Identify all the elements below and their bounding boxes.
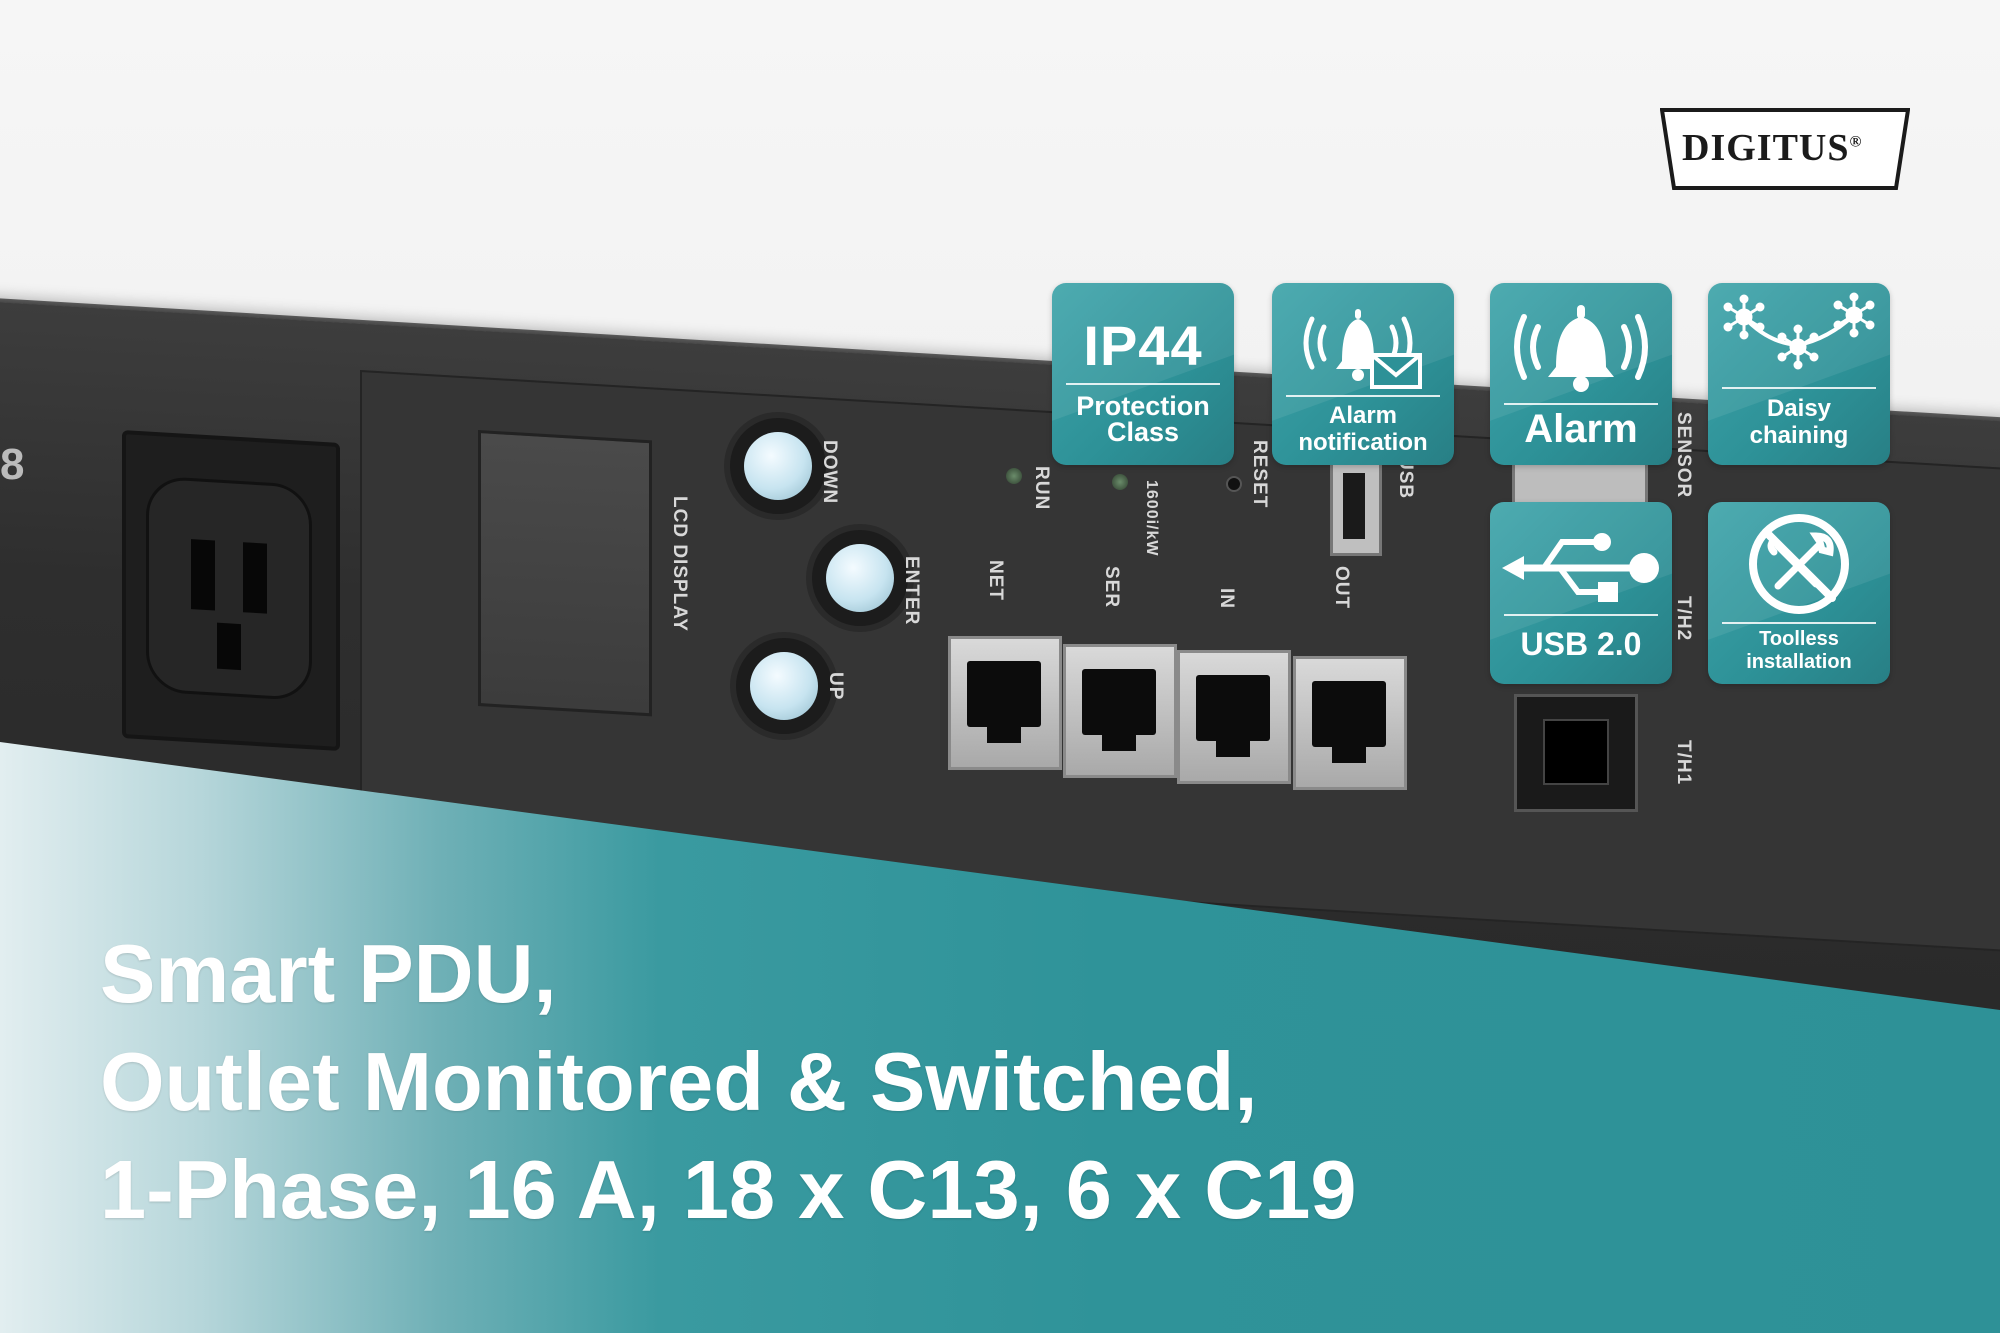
usb-icon	[1502, 533, 1659, 602]
th1-port[interactable]	[1514, 694, 1638, 812]
bell-envelope-icon	[1303, 309, 1422, 389]
digitus-logo: DIGITUS®	[1659, 106, 1911, 192]
usb-port[interactable]	[1330, 460, 1382, 556]
logo-frame	[1659, 108, 1911, 190]
ip44-label-line-1: Protection	[1076, 391, 1210, 421]
outlet-marker: 8	[0, 440, 25, 489]
toolless-badge: Toolless installation	[1708, 502, 1890, 684]
daisy-chaining-line-2: chaining	[1749, 422, 1849, 449]
outlet-slot	[243, 542, 267, 614]
net-port[interactable]	[948, 636, 1062, 770]
registered-mark: ®	[1849, 133, 1863, 151]
alarm-notification-label: Alarm notification	[1272, 402, 1454, 456]
port-opening	[1196, 675, 1270, 741]
sensor-label: SENSOR	[1673, 412, 1694, 499]
th1-port-opening	[1543, 719, 1609, 785]
alarm-notification-badge: Alarm notification	[1272, 283, 1454, 465]
badge-divider	[1066, 383, 1220, 385]
usb-label: USB 2.0	[1520, 626, 1642, 662]
toolless-label: Toolless installation	[1708, 628, 1890, 674]
up-button[interactable]	[736, 638, 832, 734]
down-button[interactable]	[730, 418, 826, 514]
port-notch	[987, 727, 1021, 743]
c19-outlet-face	[146, 475, 312, 702]
daisy-chain-icon	[1723, 292, 1875, 370]
kw-label: 1600i/kW	[1143, 480, 1160, 557]
down-button-label: DOWN	[819, 440, 840, 505]
outlet-slot	[217, 622, 241, 671]
alarm-label: Alarm	[1524, 407, 1638, 451]
kw-led	[1112, 474, 1128, 490]
port-notch	[1102, 735, 1136, 751]
lcd-display-label: LCD DISPLAY	[669, 496, 690, 632]
c19-outlet	[122, 430, 340, 751]
toolless-line-2: installation	[1746, 651, 1852, 673]
run-led	[1006, 468, 1022, 484]
badge-divider	[1722, 387, 1876, 389]
badge-divider	[1504, 614, 1658, 616]
ip44-badge: IP44 Protection Class	[1052, 283, 1234, 465]
port-notch	[1216, 741, 1250, 757]
ser-label: SER	[1101, 566, 1122, 609]
port-notch	[1332, 747, 1366, 763]
alarm-notification-line-2: notification	[1298, 429, 1428, 456]
reset-button[interactable]	[1226, 476, 1242, 492]
ser-port[interactable]	[1063, 644, 1177, 778]
title-line-2: Outlet Monitored & Switched,	[100, 1035, 1258, 1128]
ip44-label-line-2: Class	[1106, 417, 1180, 447]
enter-button-cap	[826, 544, 894, 612]
no-tools-icon	[1749, 514, 1849, 614]
daisy-chaining-badge: Daisy chaining	[1708, 283, 1890, 465]
enter-button-label: ENTER	[901, 556, 922, 626]
logo-text: DIGITUS®	[1682, 126, 1862, 170]
badge-divider	[1722, 622, 1876, 624]
daisy-chaining-label: Daisy chaining	[1708, 395, 1890, 449]
toolless-line-1: Toolless	[1759, 628, 1839, 650]
run-label: RUN	[1031, 466, 1052, 511]
bell-icon	[1514, 305, 1648, 392]
ip44-label: Protection Class	[1052, 391, 1234, 447]
badge-divider	[1504, 403, 1658, 405]
usb-badge: USB 2.0	[1490, 502, 1672, 684]
down-button-cap	[744, 432, 812, 500]
net-label: NET	[985, 560, 1006, 601]
port-opening	[1082, 669, 1156, 735]
enter-button[interactable]	[812, 530, 908, 626]
up-button-label: UP	[825, 672, 846, 701]
port-opening	[967, 661, 1041, 727]
reset-label: RESET	[1249, 440, 1270, 509]
title-line-1: Smart PDU,	[100, 927, 557, 1020]
in-port[interactable]	[1177, 650, 1291, 784]
ip44-text: IP44	[1083, 314, 1203, 377]
logo-wordmark: DIGITUS	[1682, 127, 1850, 169]
th1-label: T/H1	[1673, 740, 1694, 786]
outlet-slot	[191, 539, 215, 611]
in-label: IN	[1216, 588, 1237, 609]
product-title: Smart PDU, Outlet Monitored & Switched, …	[100, 920, 1357, 1244]
alarm-notification-line-1: Alarm	[1328, 402, 1398, 429]
usb-port-opening	[1343, 473, 1365, 539]
out-label: OUT	[1331, 566, 1352, 610]
alarm-badge: Alarm	[1490, 283, 1672, 465]
daisy-chaining-line-1: Daisy	[1766, 395, 1832, 422]
lcd-display	[478, 430, 652, 717]
port-opening	[1312, 681, 1386, 747]
up-button-cap	[750, 652, 818, 720]
badge-divider	[1286, 395, 1440, 397]
title-line-3: 1-Phase, 16 A, 18 x C13, 6 x C19	[100, 1143, 1357, 1236]
out-port[interactable]	[1293, 656, 1407, 790]
th2-label: T/H2	[1673, 596, 1694, 642]
